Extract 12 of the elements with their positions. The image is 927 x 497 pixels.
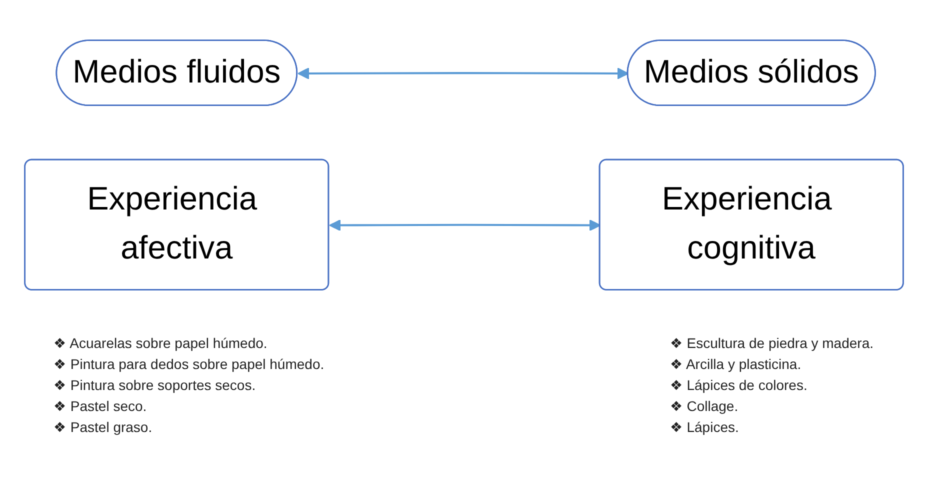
- list-item: ❖ Lápices de colores.: [670, 377, 808, 393]
- list-item: ❖ Pastel seco.: [54, 398, 148, 414]
- list-item: ❖ Pintura para dedos sobre papel húmedo.: [54, 356, 324, 372]
- list-item: ❖ Lápices.: [670, 419, 740, 435]
- list-item: ❖ Acuarelas sobre papel húmedo.: [54, 335, 268, 351]
- list-item: ❖ Collage.: [670, 398, 740, 414]
- list-item: ❖ Escultura de piedra y madera.: [670, 335, 874, 351]
- list-item: ❖ Pintura sobre soportes secos.: [54, 377, 257, 393]
- list-item: ❖ Arcilla y plasticina.: [670, 356, 802, 372]
- list-item: ❖ Pastel graso.: [54, 419, 154, 435]
- arrow: [328, 219, 600, 232]
- arrow: [297, 68, 628, 80]
